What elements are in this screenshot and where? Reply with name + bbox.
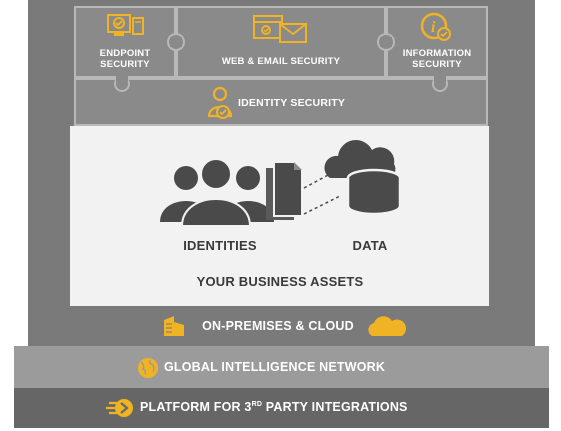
- information-security-label: INFORMATION SECURITY: [388, 48, 486, 70]
- puzzle-piece-identity: [74, 78, 488, 126]
- global-intelligence-bar: [14, 346, 549, 388]
- identity-security-label: IDENTITY SECURITY: [238, 97, 346, 109]
- on-premises-cloud-label: ON-PREMISES & CLOUD: [202, 319, 354, 333]
- info-check-icon: i: [420, 12, 451, 41]
- business-assets-title: YOUR BUSINESS ASSETS: [196, 274, 364, 289]
- data-label: DATA: [352, 238, 388, 253]
- puzzle-piece-information: [386, 6, 488, 78]
- integration-arrow-icon: [106, 399, 133, 417]
- computer-check-icon: [107, 14, 144, 36]
- global-intelligence-label: GLOBAL INTELLIGENCE NETWORK: [164, 360, 386, 374]
- platform-label-prefix: PLATFORM FOR 3: [140, 400, 252, 414]
- platform-label-suffix: PARTY INTEGRATIONS: [262, 400, 408, 414]
- web-email-security-label: WEB & EMAIL SECURITY: [221, 56, 341, 67]
- cloud-icon: [368, 316, 407, 336]
- endpoint-line2: SECURITY: [100, 59, 150, 70]
- documents-icon: [266, 161, 303, 220]
- information-line2: SECURITY: [412, 59, 462, 70]
- platform-bar: [14, 388, 549, 428]
- platform-label: PLATFORM FOR 3RD PARTY INTEGRATIONS: [140, 400, 460, 414]
- endpoint-line1: ENDPOINT: [99, 48, 151, 59]
- building-icon: [164, 316, 184, 336]
- people-icon: [160, 158, 274, 227]
- cloud-database-icon: [324, 140, 402, 216]
- browser-envelope-icon: [253, 15, 307, 43]
- svg-text:i: i: [431, 19, 436, 36]
- identities-label: IDENTITIES: [183, 238, 257, 253]
- information-line1: INFORMATION: [402, 48, 472, 59]
- person-check-icon: [207, 86, 233, 119]
- endpoint-security-label: ENDPOINT SECURITY: [76, 48, 174, 70]
- globe-icon: [138, 358, 158, 378]
- platform-label-sup: RD: [251, 400, 263, 408]
